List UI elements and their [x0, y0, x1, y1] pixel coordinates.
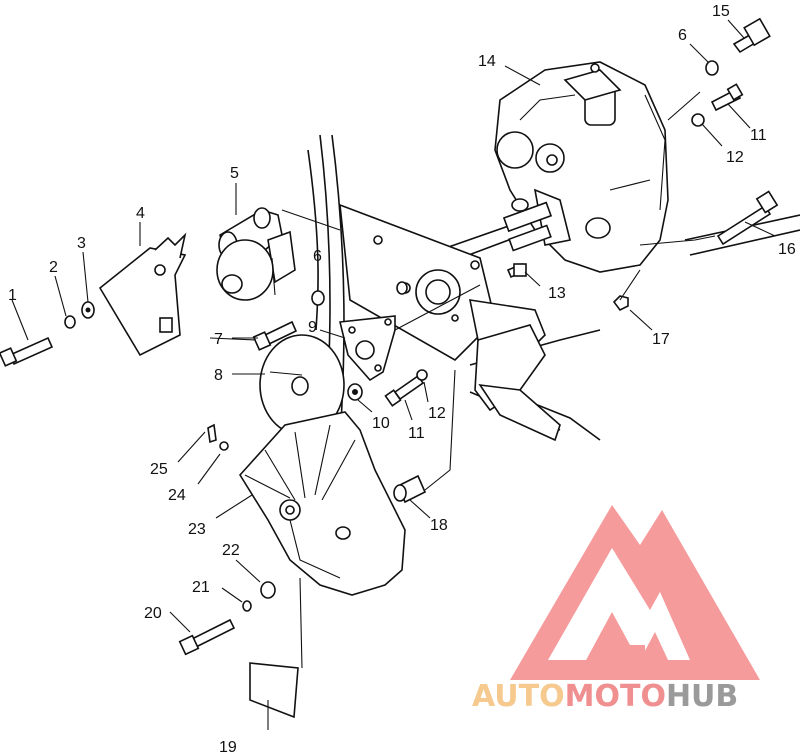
bracket-assembly — [216, 207, 296, 301]
bolt-16 — [716, 190, 779, 246]
bolt-20-assembly — [178, 581, 276, 656]
decal-19 — [249, 662, 299, 719]
logo-g-mark — [585, 612, 645, 662]
watermark-logo — [510, 505, 760, 680]
callout-7: 7 — [214, 331, 223, 348]
svg-text:AUTOMOTOHUB: AUTOMOTOHUB — [472, 679, 738, 714]
callout-6b: 6 — [678, 27, 687, 44]
callout-15: 15 — [712, 3, 730, 20]
callout-19: 19 — [219, 739, 237, 756]
callout-1: 1 — [8, 287, 17, 304]
callout-23: 23 — [188, 521, 206, 538]
leader-lines — [11, 19, 776, 730]
callout-3: 3 — [77, 235, 86, 252]
callout-17: 17 — [652, 331, 670, 348]
bolt-11-lower — [384, 369, 428, 407]
flange-9 — [339, 315, 396, 382]
logo-triangle-inner — [548, 548, 690, 660]
callout-16: 16 — [778, 241, 796, 258]
callout-labels: 1 2 3 4 5 6 6 7 8 9 10 11 11 12 12 13 14… — [8, 3, 796, 756]
callout-18: 18 — [430, 517, 448, 534]
upper-fasteners — [691, 17, 771, 127]
callout-8: 8 — [214, 367, 223, 384]
watermark-moto: MOTO — [565, 679, 666, 714]
watermark-auto: AUTO — [472, 679, 565, 714]
callout-11a: 11 — [408, 425, 425, 442]
screw-24-25 — [207, 423, 229, 451]
callout-9: 9 — [308, 319, 317, 336]
watermark-hub: HUB — [666, 679, 738, 714]
callout-5: 5 — [230, 165, 239, 182]
bolt-1-assembly — [0, 301, 95, 367]
callout-25: 25 — [150, 461, 168, 478]
side-bracket — [98, 232, 187, 357]
nut-17 — [612, 295, 629, 312]
watermark-text: AUTOMOTOHUB — [472, 679, 738, 714]
callout-13: 13 — [548, 285, 566, 302]
callout-12a: 12 — [428, 405, 446, 422]
callout-24: 24 — [168, 487, 186, 504]
callout-6a: 6 — [313, 248, 322, 265]
callout-14: 14 — [478, 53, 496, 70]
pulley-8 — [259, 334, 345, 436]
callout-21: 21 — [192, 579, 210, 596]
bolt-13 — [506, 262, 527, 279]
callout-11b: 11 — [750, 127, 767, 144]
nut-10 — [347, 383, 363, 401]
callout-10: 10 — [372, 415, 390, 432]
spacer-18 — [393, 474, 427, 504]
callout-20: 20 — [144, 605, 162, 622]
belt-guard-23 — [239, 411, 406, 596]
callout-12b: 12 — [726, 149, 744, 166]
gearcase — [494, 61, 669, 273]
callout-4: 4 — [136, 205, 145, 222]
callout-22: 22 — [222, 542, 240, 559]
bolt-7-assembly — [252, 281, 408, 351]
callout-2: 2 — [49, 259, 58, 276]
